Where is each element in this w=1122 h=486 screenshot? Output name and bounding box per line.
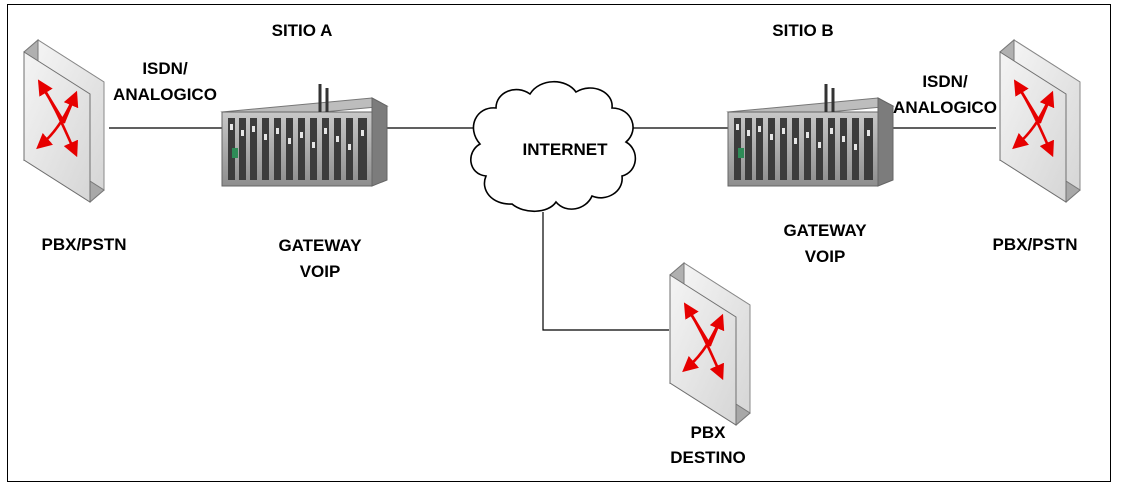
dest-pbx-icon: [670, 263, 750, 425]
left-pbx-icon: [24, 40, 104, 202]
right-pbx-icon: [1000, 40, 1080, 202]
gateway-b-label-line2: VOIP: [805, 247, 846, 266]
internet-label: INTERNET: [523, 140, 609, 159]
dest-pbx-label-line2: DESTINO: [670, 448, 746, 467]
internet-to-dest-line: [542, 212, 669, 331]
gateway-a-icon: [220, 82, 389, 188]
left-pbx-label: PBX/PSTN: [41, 235, 126, 254]
right-link-label-line1: ISDN/: [922, 72, 968, 91]
diagram-frame: [7, 4, 1111, 482]
gateway-a-label-line1: GATEWAY: [278, 236, 362, 255]
dest-pbx-label-line1: PBX: [691, 423, 727, 442]
gateway-a-label-line2: VOIP: [300, 262, 341, 281]
left-link-label-line1: ISDN/: [142, 59, 188, 78]
site-a-title: SITIO A: [272, 21, 333, 40]
site-b-title: SITIO B: [772, 21, 833, 40]
gateway-b-label-line1: GATEWAY: [783, 221, 867, 240]
left-link-label-line2: ANALOGICO: [113, 85, 217, 104]
internet-cloud-icon: [470, 80, 637, 213]
right-pbx-label: PBX/PSTN: [992, 235, 1077, 254]
connection-lines: [109, 127, 996, 331]
right-link-label-line2: ANALOGICO: [893, 98, 997, 117]
gateway-b-icon: [726, 82, 895, 188]
